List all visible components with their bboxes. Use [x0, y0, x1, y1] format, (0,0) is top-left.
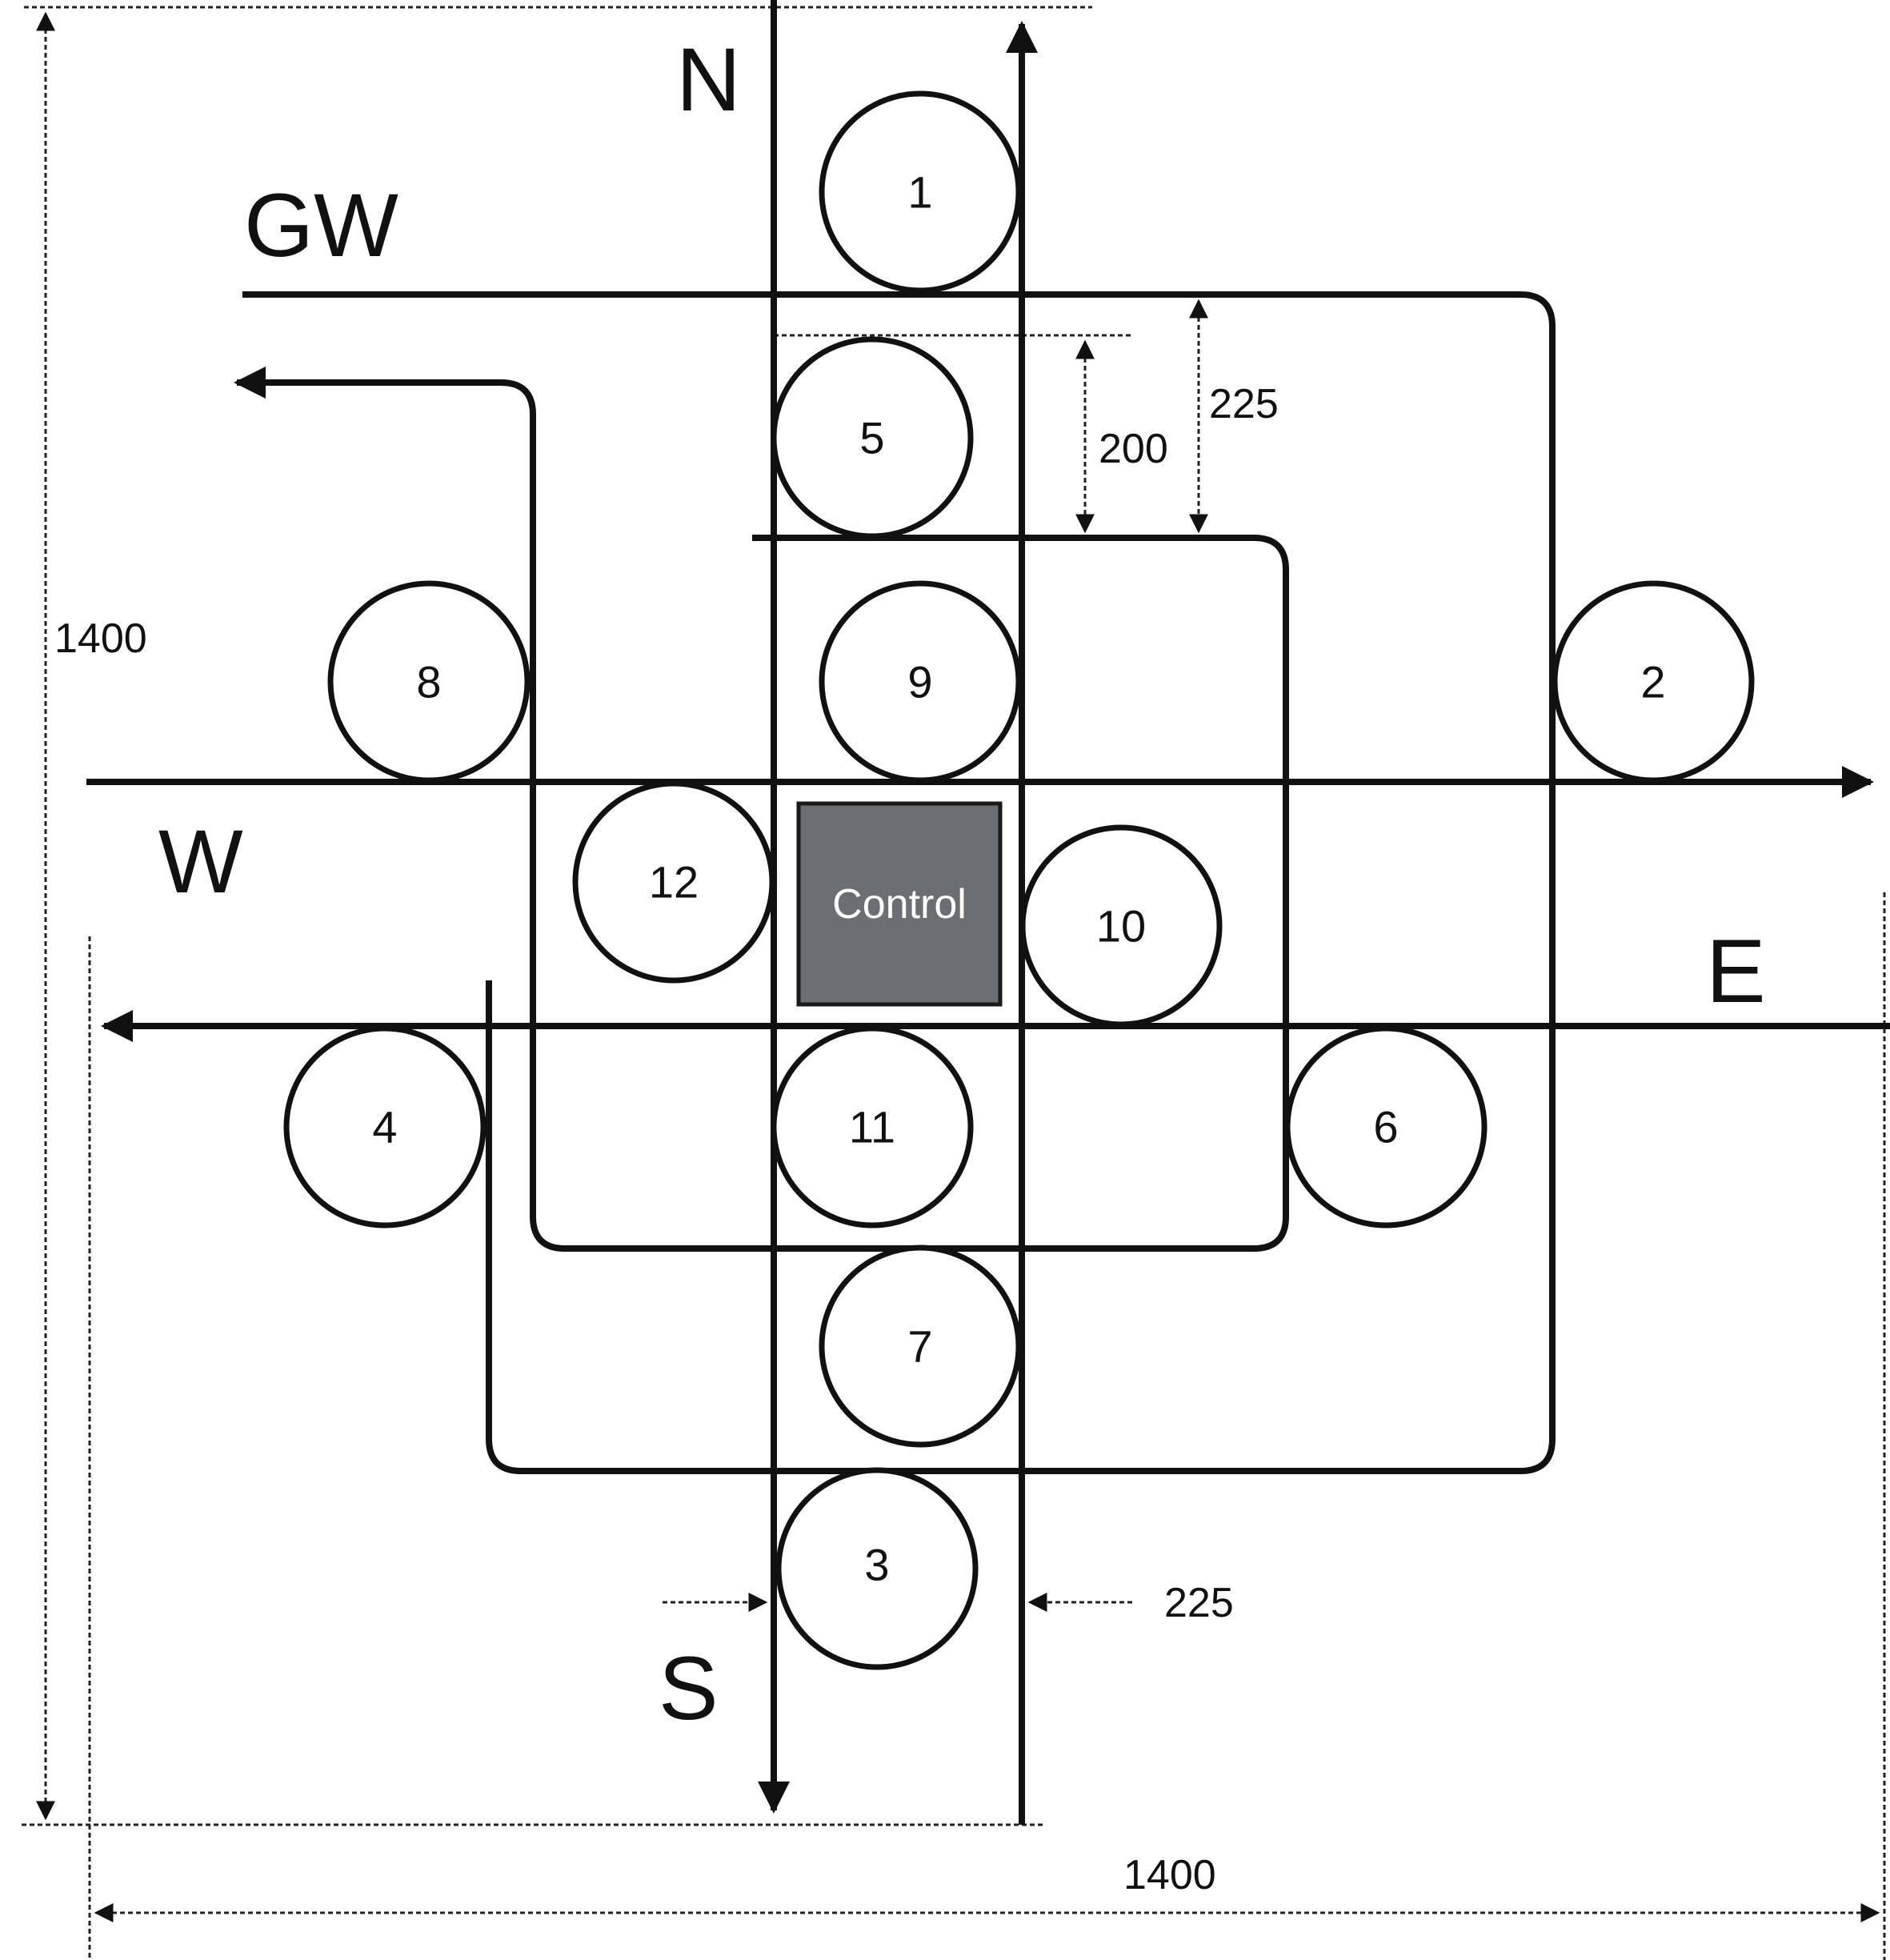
zone-label: 1 [907, 167, 932, 218]
zone-8[interactable]: 8 [327, 580, 531, 784]
lane-width-label: 225 [1164, 1580, 1234, 1626]
zone-label: 6 [1373, 1102, 1398, 1152]
zone-1[interactable]: 1 [819, 90, 1022, 294]
control-label: Control [832, 881, 967, 928]
gateway-label: GW [244, 175, 398, 275]
east-label: E [1706, 921, 1766, 1021]
zone-label: 2 [1640, 657, 1665, 707]
zone-label: 8 [416, 657, 441, 707]
zone-6[interactable]: 6 [1284, 1025, 1488, 1229]
zones: 1 2 3 4 5 6 7 8 9 10 11 12 [283, 90, 1755, 1670]
zone-10[interactable]: 10 [1019, 824, 1223, 1028]
zone-label: 12 [649, 857, 699, 908]
zone-label: 10 [1096, 901, 1146, 952]
control-unit[interactable]: Control [796, 801, 1003, 1007]
north-label: N [676, 30, 741, 130]
zone-4[interactable]: 4 [283, 1025, 487, 1229]
height-dimension-label: 1400 [54, 615, 147, 662]
width-dimension-label: 1400 [1123, 1852, 1216, 1898]
zone-9[interactable]: 9 [819, 580, 1022, 784]
zone-12[interactable]: 12 [572, 780, 775, 984]
zone-2[interactable]: 2 [1552, 580, 1755, 784]
zone-label: 5 [859, 413, 884, 463]
zone-label: 9 [907, 657, 932, 707]
gw-offset-label: 225 [1209, 381, 1279, 427]
zone-11[interactable]: 11 [771, 1025, 974, 1229]
zone-label: 4 [372, 1102, 397, 1152]
zone-label: 3 [864, 1540, 889, 1590]
south-label: S [659, 1638, 719, 1738]
west-label: W [158, 812, 243, 912]
zone-label: 11 [849, 1102, 895, 1152]
inner-offset-label: 200 [1099, 426, 1168, 472]
zone-label: 7 [907, 1321, 932, 1372]
zone-3[interactable]: 3 [775, 1467, 979, 1670]
zone-5[interactable]: 5 [771, 336, 974, 539]
dimension-lines [22, 6, 1886, 1960]
zone-7[interactable]: 7 [819, 1245, 1022, 1448]
gateway-route [242, 291, 1556, 1474]
direction-labels: N GW W E S [158, 30, 1766, 1738]
dimension-labels: 1400 1400 200 225 225 [54, 381, 1279, 1898]
